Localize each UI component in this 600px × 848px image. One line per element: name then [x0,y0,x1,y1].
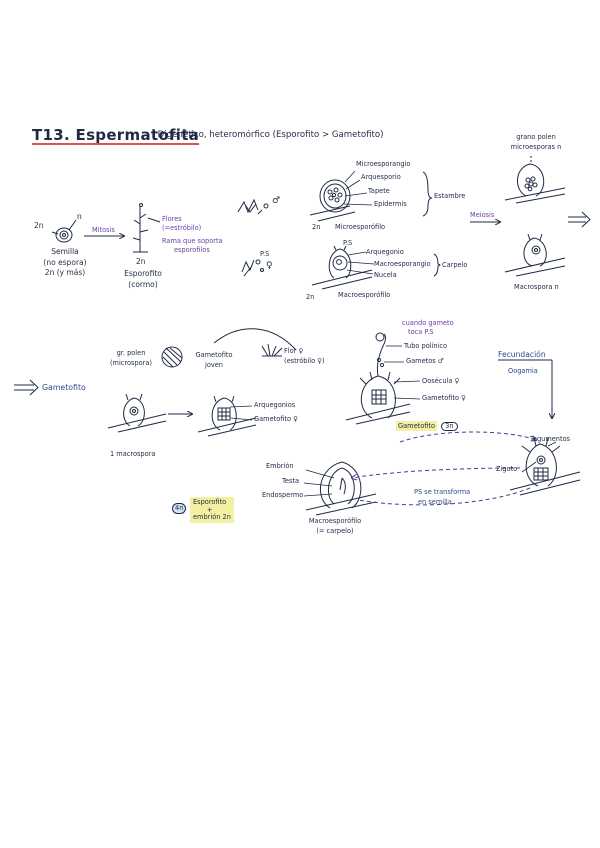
testa-label: Testa [282,478,299,485]
endospermo-label: Endospermo [262,492,303,499]
gr-polen-label: gr. polen (microspora) [106,350,156,366]
carpelo-label: Carpelo [442,262,467,269]
estambre-bracket [423,172,432,216]
gametofito-joven-drawing [198,396,256,436]
esporofito-plant-drawing [133,204,160,253]
male-symbol: ♂ [272,197,280,206]
micro-2n-label: 2n [312,224,320,231]
arquegonio-label: Arquegonio [366,249,404,256]
female-branch-drawing [242,260,264,276]
cuando-gameto-label: cuando gameto toca P.S [402,320,454,335]
nucela-label: Nucela [374,272,397,279]
macrosporofilo-label: Macroesporófilo [338,292,390,299]
microsporofilo-label: Microesporófilo [335,224,385,231]
gametofito-f-fert-label: Gametofito ♀ [422,395,466,402]
double-arrow-left [14,380,38,395]
macrosporangio-label: Macroesporangio [374,261,431,268]
grano-polen-drawing [505,156,565,203]
semilla-n-label: n [77,213,82,221]
arquegonios-label: Arquegonios [254,402,295,409]
gametofito-n-label: Gametofito 3n [396,422,458,431]
polen-grain-hatched [162,347,182,367]
male-branch-drawing [238,200,268,214]
esporofito-2n-label: 2n [136,258,146,266]
macro-2n-label: 2n [306,294,314,301]
epidermis-label: Epidermis [374,201,407,208]
double-arrow-right [568,212,590,227]
macro-ps-label: P.S [343,240,352,247]
zigoto-label: Zigoto [496,466,517,473]
tegumentos-label: Tegumentos [530,436,570,443]
page-subtitle: : Digenético, heteromórfico (Esporofito … [152,130,383,140]
esporofito-label: Esporofito (cormo) [118,270,168,288]
zigoto-to-embrion-arrow [352,468,520,478]
flor-female-drawing [262,344,282,356]
ps-transforma-label: PS se transforma en semilla [414,489,470,505]
zigoto-drawing [510,438,580,495]
flor-female-label: Flor ♀ (estróbilo ♀) [284,348,325,364]
estambre-label: Estambre [434,193,465,200]
semilla-drawing [52,220,76,242]
embrion-label: Embrión [266,463,294,470]
mitosis-label: Mitosis [92,227,115,234]
oogamia-label: Oogamia [508,368,538,375]
macrosporofilo-bottom-label: Macroesporófilo (= carpelo) [300,518,370,534]
tapete-label: Tapete [368,188,390,195]
microsporangio-label: Microesporangio [356,161,410,168]
arquesporio-label: Arquesporio [361,174,401,181]
carpelo-bracket [434,254,440,276]
fecundacion-label: Fecundación [498,351,546,359]
flores-label: Flores (=estróbilo) [162,216,201,231]
semilla-2n-label: 2n [34,222,44,230]
esporofito-embrion-label: Esporofito + embrión 2n [190,497,234,523]
gametofito-heading: Gametofito [42,384,86,392]
macrospora-drawing [108,394,166,432]
semilla-final-drawing [304,462,376,515]
meiosis-label: Meiosis [470,212,494,219]
macrospora-label: 1 macrospora [110,451,155,458]
female-symbol: ♀ [266,262,273,271]
semilla-label: Semilla (no espora) 2n (y más) [40,248,90,277]
female-ps-label: P.S [260,251,269,258]
tubo-polinico-label: Tubo polínico [404,343,447,350]
macrospora-top-drawing [505,234,565,276]
gametos-label: Gametos ♂ [406,358,444,365]
tegumentos-arrow [400,432,536,442]
macrospora-n-label: Macrospora n [514,284,559,291]
gametofito-f-label: Gametofito ♀ [254,416,298,423]
grano-polen-label: grano polen microesporas n [506,134,566,150]
badge-4n: 4n [172,503,186,514]
macrosporangio-drawing [312,246,374,289]
oosfera-label: Oosécula ♀ [422,378,459,385]
rama-label: Rama que soporta esporofilos [162,238,223,253]
gametofito-joven-label: Gametofito joven [190,352,238,368]
